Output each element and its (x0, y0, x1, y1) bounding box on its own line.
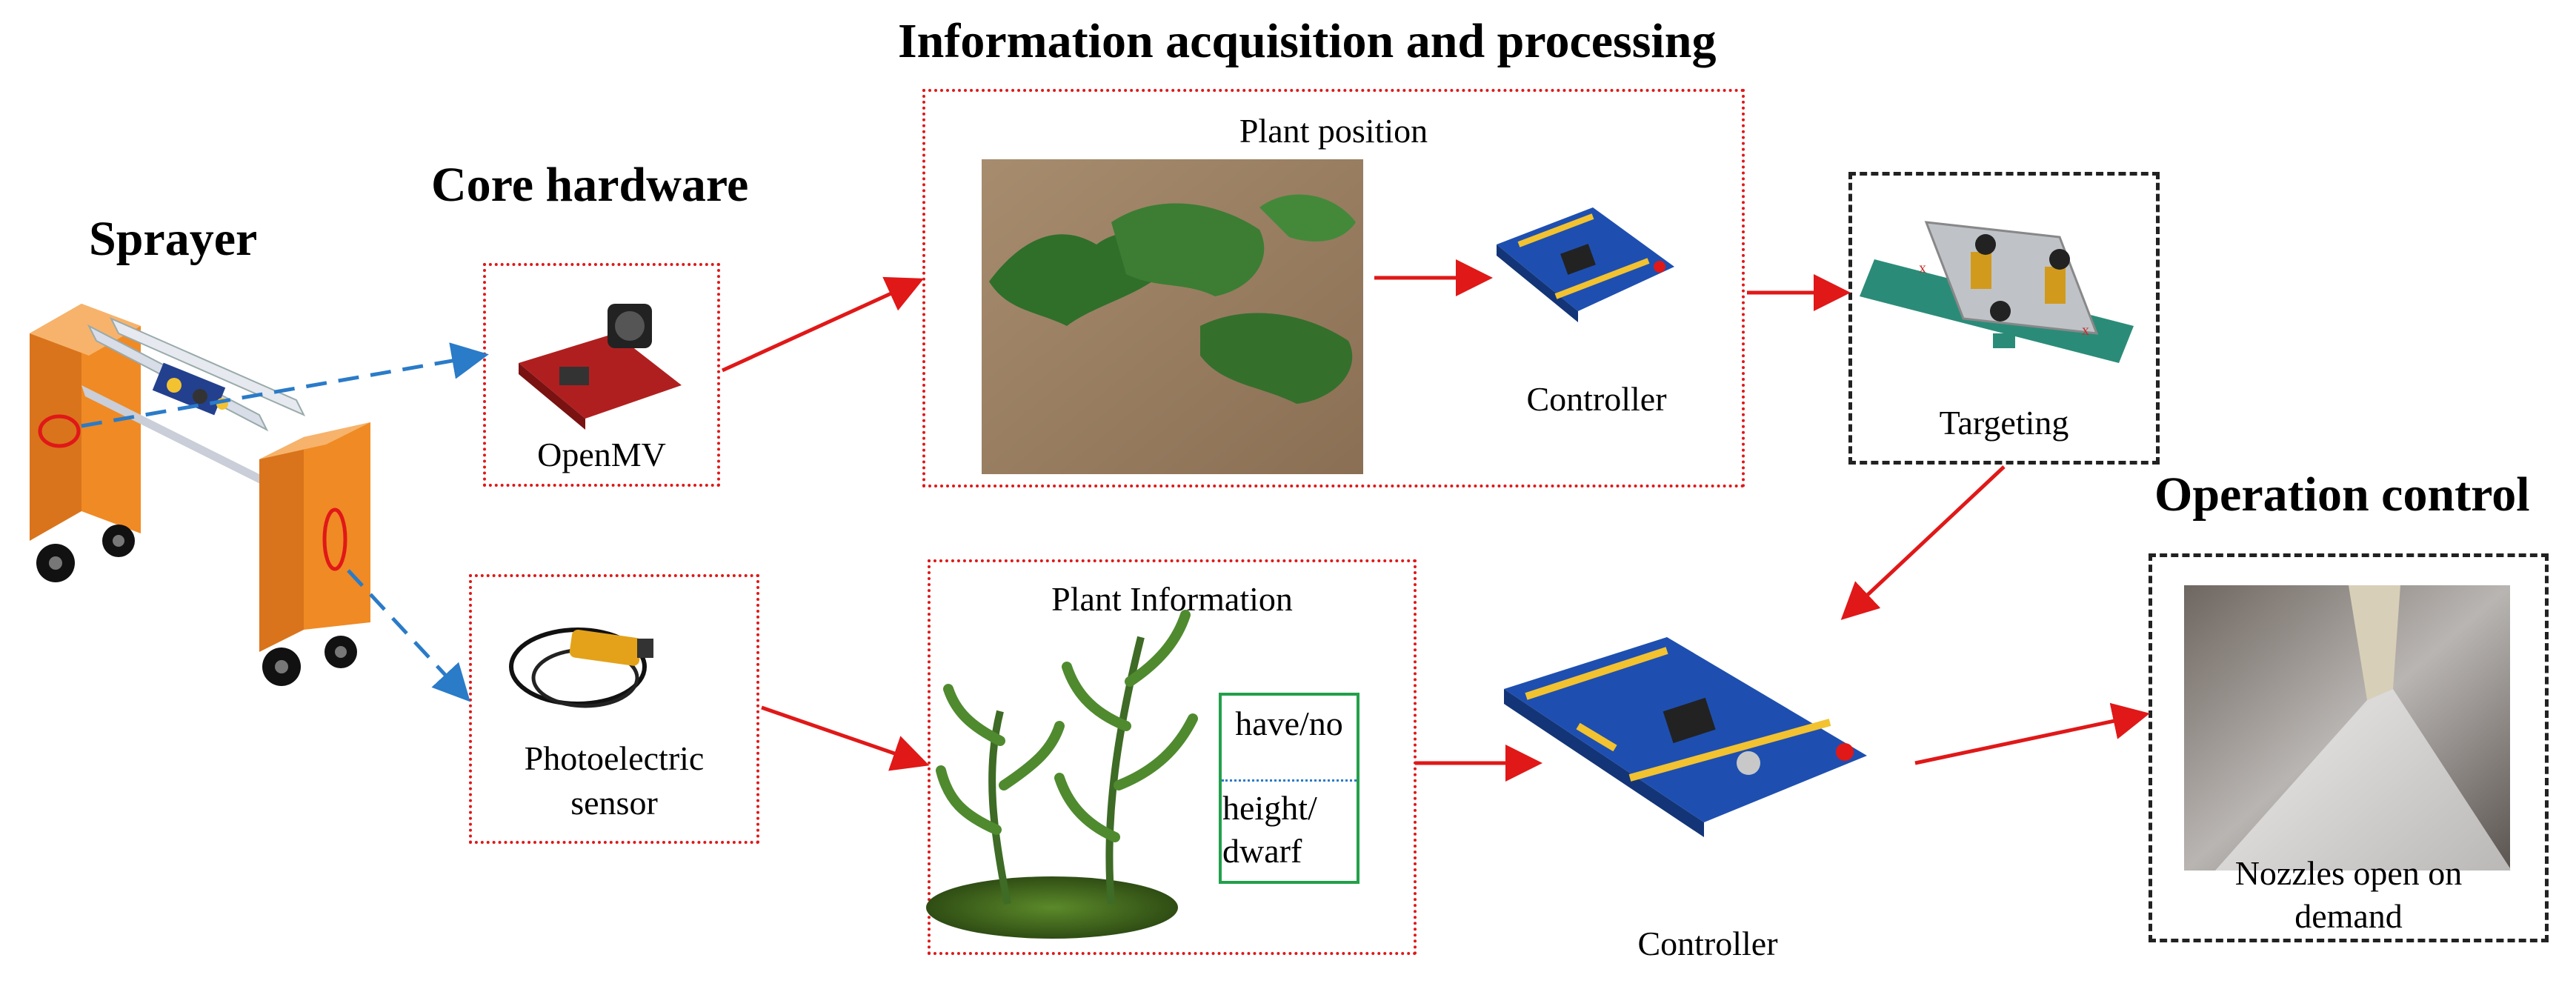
arrow-sprayer-to-photoelectric (347, 569, 470, 702)
label-height-line1: height/ (1222, 789, 1317, 827)
label-nozzles-line1: Nozzles open on (2234, 854, 2463, 892)
nozzles-box (2149, 553, 2549, 942)
heading-core-hardware: Core hardware (431, 158, 749, 212)
label-height-line2: dwarf (1222, 832, 1302, 870)
label-controller-bottom: Controller (1637, 925, 1778, 962)
arrow-controller-to-nozzles (1914, 702, 2150, 765)
arrow-openmv-to-plant-position (721, 276, 925, 373)
label-photoelectric-line1: Photoelectric (524, 739, 705, 777)
label-nozzles-line2: demand (2294, 897, 2403, 935)
heading-sprayer: Sprayer (89, 212, 258, 266)
arrow-photoelectric-to-plant-info (761, 705, 930, 771)
controller-bottom-icon (1504, 637, 1867, 837)
arrow-targeting-to-controller (1840, 465, 2006, 620)
targeting-box (1848, 172, 2160, 465)
arrow-sprayer-to-openmv (81, 342, 489, 428)
label-targeting: Targeting (1939, 404, 2069, 442)
label-plant-information: Plant Information (1051, 580, 1293, 618)
label-controller-top: Controller (1526, 380, 1667, 418)
label-plant-position: Plant position (1239, 112, 1428, 150)
label-have-no: have/no (1235, 705, 1343, 742)
plant-info-classification-box (1219, 693, 1359, 884)
heading-info-acquisition: Information acquisition and processing (898, 14, 1717, 68)
label-openmv: OpenMV (537, 436, 666, 473)
heading-operation-control: Operation control (2154, 467, 2530, 522)
photoelectric-box (469, 574, 759, 844)
label-photoelectric-line2: sensor (570, 784, 658, 822)
